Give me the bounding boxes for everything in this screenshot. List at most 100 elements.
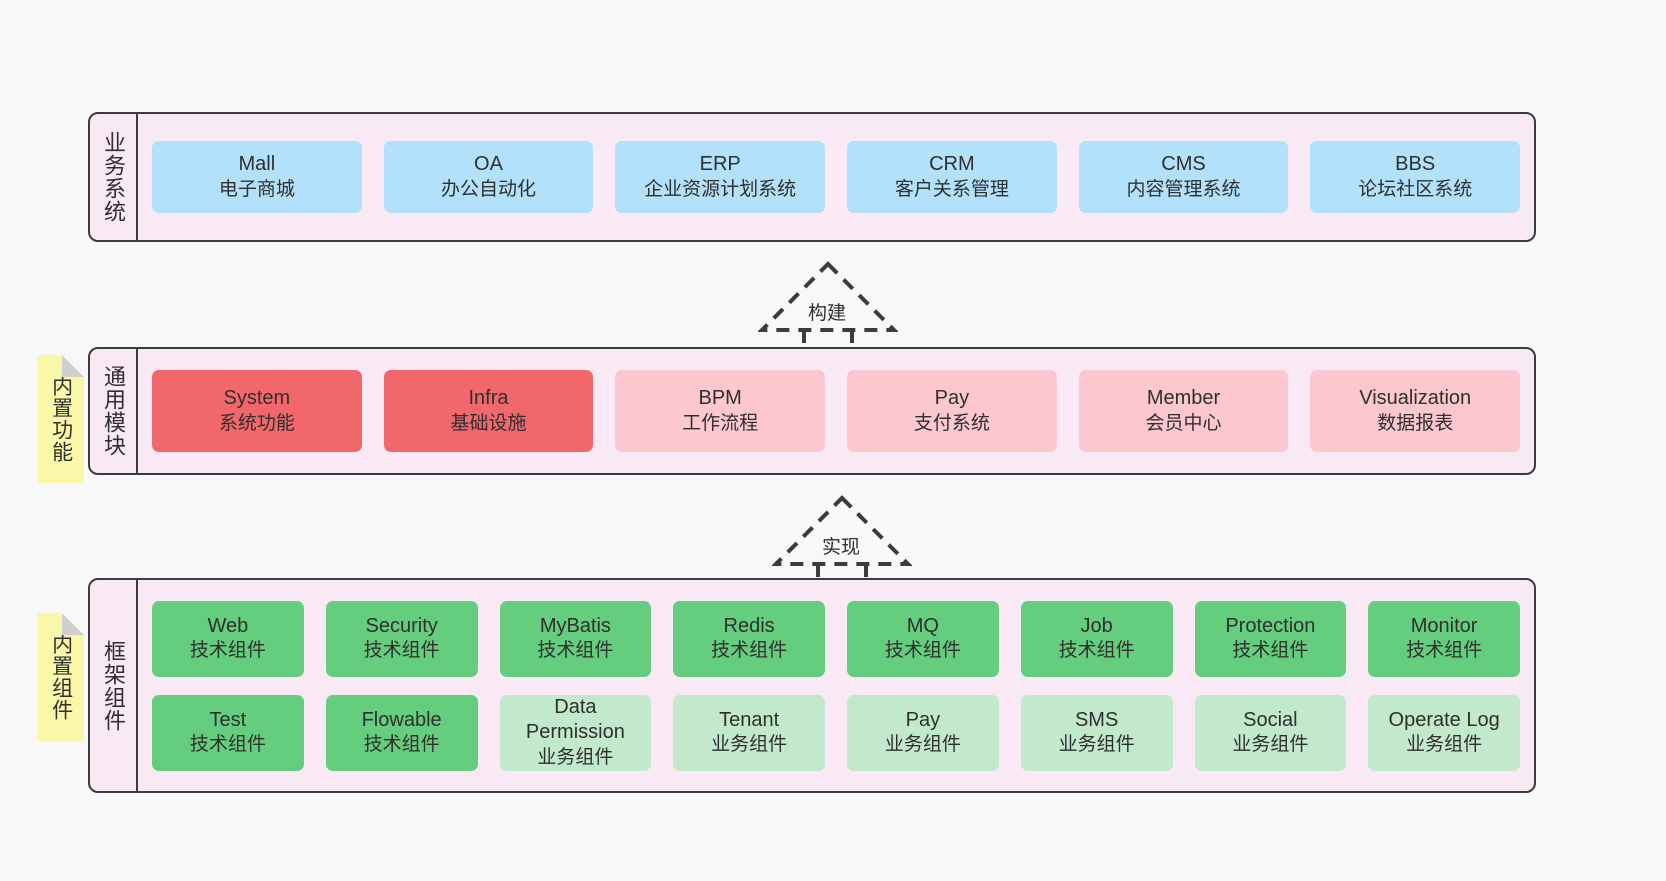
connector-build: 构建 xyxy=(758,258,898,348)
module-en-label: Flowable xyxy=(361,708,442,731)
module-box-member[interactable]: Member 会员中心 xyxy=(1078,370,1289,452)
module-cn-label: 数据报表 xyxy=(1377,412,1454,434)
module-en-label: CRM xyxy=(929,153,975,176)
module-cn-label: 电子商城 xyxy=(218,178,295,200)
module-cn-label: 业务组件 xyxy=(884,734,961,756)
module-box-mybatis[interactable]: MyBatis 技术组件 xyxy=(499,600,652,677)
module-cn-label: 技术组件 xyxy=(1406,640,1483,662)
connector-build-label: 构建 xyxy=(806,298,849,325)
module-cn-label: 客户关系管理 xyxy=(894,178,1009,200)
module-box-bbs[interactable]: BBS 论坛社区系统 xyxy=(1310,141,1521,213)
module-cn-label: 业务组件 xyxy=(1232,734,1309,756)
module-box-test[interactable]: Test 技术组件 xyxy=(152,694,304,771)
module-box-crm[interactable]: CRM 客户关系管理 xyxy=(847,141,1057,213)
generalization-arrow-icon xyxy=(758,261,898,348)
layer-body-business: Mall 电子商城 OA 办公自动化 ERP 企业资源计划系统 CRM 客户关系… xyxy=(138,114,1534,240)
layer-framework-component[interactable]: 框架组件 Web 技术组件 Security 技术组件 MyBatis 技术组件… xyxy=(88,578,1536,793)
module-box-web[interactable]: Web 技术组件 xyxy=(152,600,304,677)
module-en-label: Mall xyxy=(238,153,276,176)
module-en-label: Job xyxy=(1080,614,1113,637)
module-box-bpm[interactable]: BPM 工作流程 xyxy=(615,370,826,452)
module-en-label: Data Permission xyxy=(525,695,625,744)
module-cn-label: 系统功能 xyxy=(218,412,295,434)
module-en-label: Monitor xyxy=(1410,614,1478,637)
module-en-label: Member xyxy=(1146,387,1221,410)
module-box-oa[interactable]: OA 办公自动化 xyxy=(383,141,594,213)
module-cn-label: 工作流程 xyxy=(682,412,759,434)
module-en-label: MyBatis xyxy=(539,614,611,637)
layer-body-common: System 系统功能 Infra 基础设施 BPM 工作流程 Pay 支付系统… xyxy=(138,349,1534,473)
module-box-tenant[interactable]: Tenant 业务组件 xyxy=(673,694,825,771)
module-box-operate-log[interactable]: Operate Log 业务组件 xyxy=(1368,694,1520,771)
module-cn-label: 论坛社区系统 xyxy=(1358,178,1473,200)
module-cn-label: 内容管理系统 xyxy=(1126,178,1241,200)
module-cn-label: 企业资源计划系统 xyxy=(644,178,797,200)
layer-business-row-0: Mall 电子商城 OA 办公自动化 ERP 企业资源计划系统 CRM 客户关系… xyxy=(152,141,1521,213)
module-en-label: ERP xyxy=(699,153,741,176)
module-cn-label: 业务组件 xyxy=(711,734,788,756)
module-en-label: Visualization xyxy=(1359,387,1472,410)
generalization-arrow-icon xyxy=(772,495,912,582)
module-en-label: Protection xyxy=(1225,614,1316,637)
module-en-label: SMS xyxy=(1074,708,1119,731)
module-cn-label: 技术组件 xyxy=(189,734,266,756)
module-cn-label: 技术组件 xyxy=(711,640,788,662)
module-en-label: MQ xyxy=(906,614,939,637)
module-box-job[interactable]: Job 技术组件 xyxy=(1020,600,1173,677)
note-fold-corner-icon xyxy=(62,355,84,377)
layer-frame-row-1: Test 技术组件 Flowable 技术组件 Data Permission … xyxy=(152,694,1520,771)
module-box-cms[interactable]: CMS 内容管理系统 xyxy=(1078,141,1289,213)
module-box-system[interactable]: System 系统功能 xyxy=(152,370,362,452)
module-box-sms[interactable]: SMS 业务组件 xyxy=(1020,694,1173,771)
module-en-label: BBS xyxy=(1395,153,1436,176)
module-en-label: CMS xyxy=(1161,153,1206,176)
module-en-label: Redis xyxy=(723,614,775,637)
note-builtin-components[interactable]: 内置组件 xyxy=(38,613,84,741)
module-cn-label: 技术组件 xyxy=(363,734,440,756)
layer-title-business: 业务系统 xyxy=(90,114,138,240)
module-en-label: Pay xyxy=(905,708,941,731)
module-box-pay-business[interactable]: Pay 业务组件 xyxy=(847,694,999,771)
module-cn-label: 技术组件 xyxy=(363,640,440,662)
note-builtin-features[interactable]: 内置功能 xyxy=(38,355,84,483)
module-box-flowable[interactable]: Flowable 技术组件 xyxy=(325,694,478,771)
module-box-protection[interactable]: Protection 技术组件 xyxy=(1194,600,1347,677)
connector-implement-label: 实现 xyxy=(820,532,863,559)
module-box-redis[interactable]: Redis 技术组件 xyxy=(673,600,825,677)
module-cn-label: 会员中心 xyxy=(1145,412,1222,434)
module-box-data-permission[interactable]: Data Permission 业务组件 xyxy=(499,694,652,771)
note-fold-corner-icon xyxy=(62,613,84,635)
module-cn-label: 技术组件 xyxy=(1058,640,1135,662)
module-en-label: BPM xyxy=(698,387,742,410)
module-en-label: Tenant xyxy=(719,708,780,731)
module-box-monitor[interactable]: Monitor 技术组件 xyxy=(1368,600,1520,677)
module-en-label: System xyxy=(223,387,291,410)
module-box-visualization[interactable]: Visualization 数据报表 xyxy=(1310,370,1521,452)
module-box-erp[interactable]: ERP 企业资源计划系统 xyxy=(615,141,826,213)
module-cn-label: 办公自动化 xyxy=(441,178,537,200)
layer-frame-row-0: Web 技术组件 Security 技术组件 MyBatis 技术组件 Redi… xyxy=(152,600,1520,677)
module-en-label: Security xyxy=(365,614,438,637)
connector-implement: 实现 xyxy=(772,492,912,582)
note-label: 内置功能 xyxy=(49,375,73,463)
module-box-security[interactable]: Security 技术组件 xyxy=(325,600,478,677)
module-en-label: Web xyxy=(207,614,249,637)
module-box-infra[interactable]: Infra 基础设施 xyxy=(383,370,594,452)
module-cn-label: 技术组件 xyxy=(189,640,266,662)
module-box-mq[interactable]: MQ 技术组件 xyxy=(847,600,999,677)
module-cn-label: 业务组件 xyxy=(1058,734,1135,756)
module-en-label: Pay xyxy=(934,387,970,410)
module-cn-label: 技术组件 xyxy=(884,640,961,662)
module-en-label: Test xyxy=(209,708,247,731)
module-box-social[interactable]: Social 业务组件 xyxy=(1194,694,1347,771)
layer-common-row-0: System 系统功能 Infra 基础设施 BPM 工作流程 Pay 支付系统… xyxy=(152,370,1521,452)
layer-business-system[interactable]: 业务系统 Mall 电子商城 OA 办公自动化 ERP 企业资源计划系统 CRM xyxy=(88,112,1536,242)
layer-title-frame: 框架组件 xyxy=(90,580,138,791)
module-en-label: OA xyxy=(474,153,503,176)
module-box-mall[interactable]: Mall 电子商城 xyxy=(152,141,362,213)
module-cn-label: 业务组件 xyxy=(537,746,614,768)
module-en-label: Infra xyxy=(468,387,509,410)
layer-common-module[interactable]: 通用模块 System 系统功能 Infra 基础设施 BPM 工作流程 Pay xyxy=(88,347,1536,475)
layer-title-common: 通用模块 xyxy=(90,349,138,473)
module-box-pay[interactable]: Pay 支付系统 xyxy=(847,370,1057,452)
